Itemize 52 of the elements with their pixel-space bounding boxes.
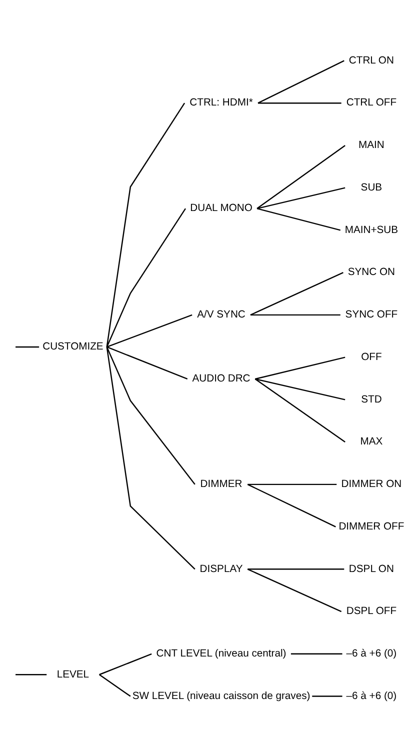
node-text: DIMMER ON: [341, 478, 402, 490]
node-text: DIMMER: [200, 478, 242, 490]
node-text: –6 à +6 (0): [346, 648, 397, 660]
node-text: –6 à +6 (0): [346, 690, 397, 702]
node-text: A/V SYNC: [197, 309, 246, 320]
node-text: MAX: [360, 436, 383, 448]
node-text: LEVEL: [56, 668, 90, 680]
connector: [106, 346, 196, 570]
node-text: CTRL OFF: [346, 97, 397, 108]
node-text: MAIN: [358, 140, 384, 151]
connector: [250, 314, 340, 316]
connector: [255, 378, 346, 400]
node-text: DSPL ON: [348, 563, 394, 574]
node-text: SW LEVEL (niveau caisson de graves): [132, 690, 310, 702]
connector: [106, 102, 186, 347]
connector: [248, 568, 344, 570]
connector: [247, 568, 342, 612]
connector: [16, 346, 40, 348]
connector: [254, 378, 346, 442]
connector: [247, 483, 336, 527]
node-text: CTRL ON: [348, 54, 394, 66]
node-text: OFF: [361, 351, 382, 362]
connector: [98, 674, 131, 696]
node-text: MAIN+SUB: [344, 224, 398, 236]
connector: [106, 208, 186, 347]
node-text: DUAL MONO: [190, 202, 252, 214]
node-text: SUB: [360, 182, 382, 193]
connector: [256, 144, 346, 209]
connector: [256, 207, 341, 230]
node-text: CUSTOMIZE: [42, 341, 104, 352]
node-text: CNT LEVEL (niveau central): [156, 648, 286, 660]
connector: [106, 346, 196, 484]
node-text: DIMMER OFF: [338, 520, 404, 532]
connector: [256, 186, 346, 209]
node-text: CTRL: HDMI*: [190, 97, 253, 108]
connector: [248, 483, 337, 485]
connector: [106, 314, 192, 348]
node-text: AUDIO DRC: [192, 373, 250, 384]
node-text: DSPL OFF: [346, 606, 397, 617]
node-text: DISPLAY: [200, 563, 243, 574]
connector: [106, 346, 188, 380]
node-text: SYNC ON: [348, 266, 396, 278]
connector: [258, 60, 344, 104]
connector: [16, 674, 47, 675]
node-text: STD: [361, 394, 382, 405]
connector: [258, 102, 342, 104]
connector: [250, 272, 344, 315]
connector: [290, 652, 342, 654]
connector: [255, 356, 346, 380]
connector: [99, 652, 152, 675]
node-text: SYNC OFF: [345, 309, 398, 320]
connector: [312, 695, 342, 696]
